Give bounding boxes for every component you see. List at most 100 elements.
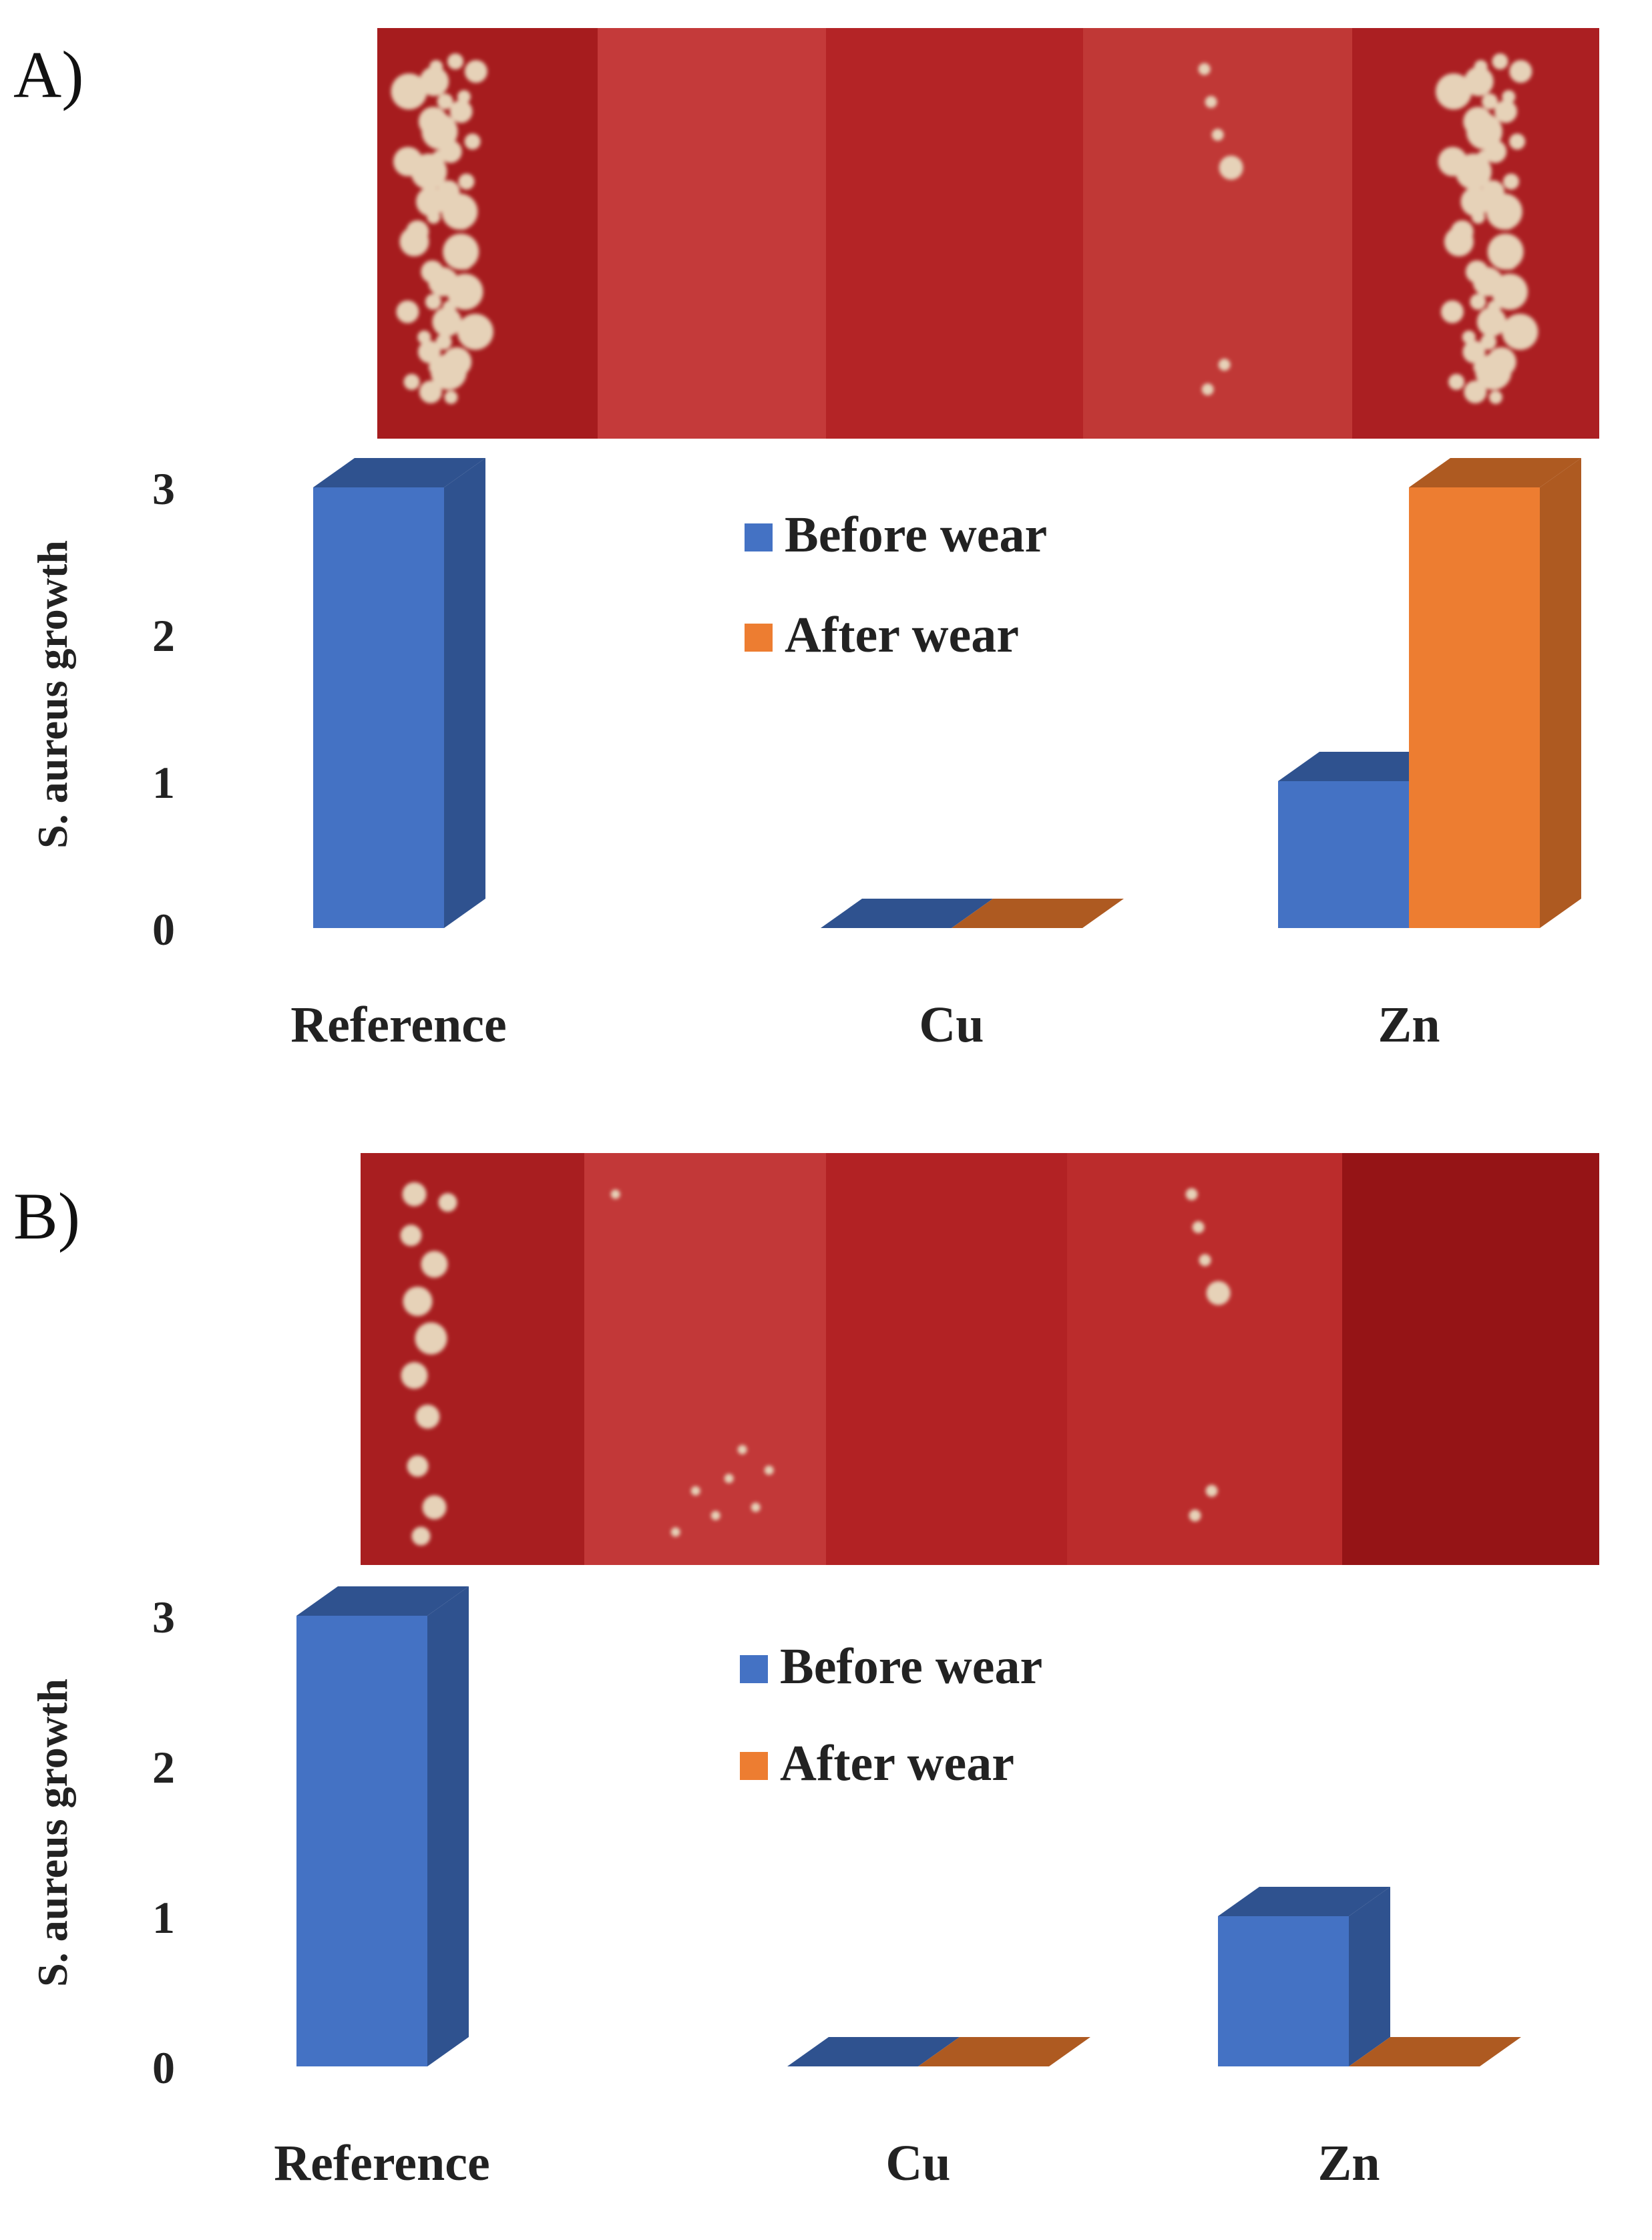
- colony: [417, 330, 431, 344]
- y-axis-label: S. aureus growth: [29, 540, 76, 849]
- photo-lane: [361, 1153, 584, 1565]
- y-axis-label: S. aureus growth: [29, 1678, 76, 1987]
- colony: [1206, 1281, 1231, 1305]
- bar: [313, 458, 485, 928]
- panel-label-b: B): [13, 1179, 80, 1253]
- culture-photo-b: [361, 1153, 1599, 1565]
- colony: [724, 1474, 734, 1484]
- photo-lane: [584, 1153, 826, 1565]
- colony: [391, 73, 427, 109]
- photo-lane: [598, 28, 826, 439]
- y-tick-label: 3: [152, 463, 175, 514]
- bar-top: [952, 899, 1124, 928]
- colony: [425, 294, 441, 310]
- y-tick-label: 2: [152, 610, 175, 661]
- y-tick-label: 2: [152, 1742, 175, 1793]
- category-label: Zn: [1318, 2135, 1380, 2191]
- bar: [787, 2037, 960, 2066]
- colony: [1201, 383, 1214, 396]
- legend-label-after: After wear: [780, 1735, 1014, 1791]
- bar: [1349, 2037, 1521, 2066]
- colony: [1464, 381, 1487, 403]
- colony: [401, 1362, 428, 1389]
- category-label: Zn: [1378, 997, 1440, 1053]
- colony: [1502, 314, 1538, 350]
- colony: [1436, 73, 1472, 109]
- bar-top: [1218, 1887, 1390, 1916]
- colony: [1499, 214, 1516, 230]
- bar-front: [1278, 781, 1409, 928]
- colony: [1462, 341, 1486, 363]
- y-tick-label: 3: [152, 1592, 175, 1642]
- colony: [437, 93, 453, 109]
- colony: [419, 381, 442, 403]
- colony: [1448, 374, 1465, 390]
- colony: [454, 214, 471, 230]
- colony-streak: [391, 53, 493, 404]
- colony-streak: [610, 1189, 774, 1537]
- colony: [421, 1251, 448, 1278]
- colony: [1211, 128, 1224, 141]
- legend-label-before: Before wear: [780, 1638, 1042, 1695]
- y-tick-label: 1: [152, 1892, 175, 1943]
- colony: [416, 187, 446, 216]
- colony: [1189, 1509, 1201, 1522]
- panel-label-a: A): [13, 37, 84, 111]
- colony: [444, 391, 458, 404]
- legend: Before wear After wear: [745, 507, 1047, 663]
- y-tick-label: 0: [152, 2042, 175, 2093]
- colony: [1502, 174, 1519, 190]
- legend-swatch-before: [740, 1655, 768, 1683]
- bar-front: [296, 1616, 427, 2066]
- photo-lane: [826, 1153, 1067, 1565]
- colony: [422, 1495, 447, 1520]
- colony: [1488, 391, 1502, 404]
- legend-label-before: Before wear: [785, 507, 1047, 563]
- bar-side: [427, 1586, 469, 2066]
- bar-top: [787, 2037, 960, 2066]
- colony: [1460, 187, 1490, 216]
- colony: [1476, 307, 1506, 337]
- bar: [296, 1586, 469, 2066]
- bar-top: [1409, 458, 1581, 487]
- bar-top: [918, 2037, 1090, 2066]
- colony: [447, 274, 483, 310]
- colony: [438, 1193, 457, 1212]
- colony: [402, 1182, 427, 1206]
- category-label: Cu: [885, 2135, 950, 2191]
- colony: [1462, 330, 1476, 344]
- colony: [1219, 156, 1243, 180]
- bar-side: [1349, 1887, 1390, 2066]
- y-tick-label: 0: [152, 904, 175, 955]
- colony: [1509, 60, 1532, 83]
- colony: [464, 60, 487, 83]
- category-label: Cu: [919, 997, 984, 1053]
- colony: [764, 1466, 774, 1476]
- colony: [1501, 254, 1518, 270]
- bar-top: [1278, 752, 1450, 781]
- colony: [670, 1527, 680, 1537]
- colony: [449, 100, 473, 123]
- colony: [1218, 359, 1231, 371]
- colony: [432, 307, 462, 337]
- colony: [1491, 274, 1528, 310]
- colony: [610, 1189, 620, 1199]
- colony: [690, 1486, 700, 1496]
- colony: [403, 1287, 433, 1317]
- colony: [1440, 300, 1464, 323]
- colony: [1444, 227, 1474, 256]
- colony: [1492, 53, 1508, 69]
- legend-swatch-before: [745, 523, 773, 551]
- colony: [396, 300, 419, 323]
- colony: [435, 334, 452, 350]
- bar-side: [444, 458, 485, 928]
- colony: [1480, 334, 1497, 350]
- colony: [456, 254, 473, 270]
- colony: [1199, 1254, 1211, 1267]
- bar: [918, 2037, 1090, 2066]
- colony: [1455, 154, 1492, 190]
- panel-b: B) S. aureus growth Before wear After we…: [13, 1153, 1599, 2191]
- bar: [952, 899, 1124, 928]
- panel-a: A) S. aureus growth Before wear After we…: [13, 28, 1599, 1053]
